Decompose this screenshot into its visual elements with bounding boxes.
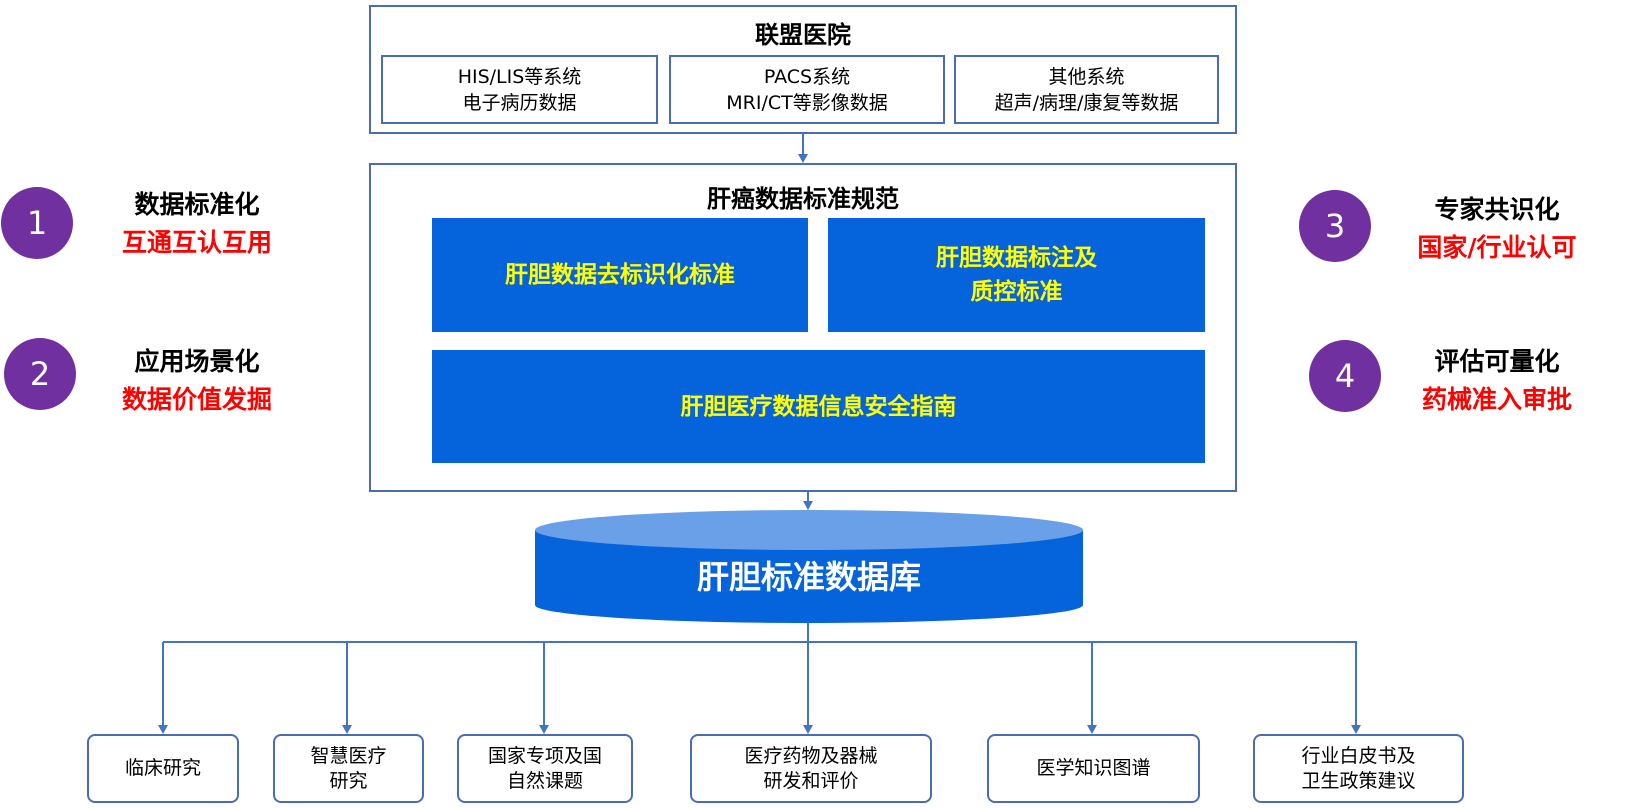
output-white-paper: 行业白皮书及卫生政策建议 <box>1253 734 1464 803</box>
label: 研究 <box>329 769 368 792</box>
label: PACS系统 <box>763 65 851 88</box>
label: 医学知识图谱 <box>1036 757 1151 779</box>
principle-title: 评估可量化 <box>1434 347 1560 376</box>
standard-annotation-qc: 肝胆数据标注及质控标准 <box>828 218 1205 332</box>
output-drug-device: 医疗药物及器械研发和评价 <box>690 734 932 803</box>
label: 肝胆医疗数据信息安全指南 <box>680 393 957 420</box>
standards-title: 肝癌数据标准规范 <box>707 185 899 213</box>
principle-1: 数据标准化互通互认互用 <box>67 186 327 262</box>
principle-subtitle: 药械准入审批 <box>1421 385 1572 414</box>
label: HIS/LIS等系统 <box>457 65 582 88</box>
output-national-projects: 国家专项及国自然课题 <box>457 734 633 803</box>
label: 智慧医疗 <box>310 744 387 767</box>
principle-title: 专家共识化 <box>1434 195 1560 224</box>
label: MRI/CT等影像数据 <box>726 91 888 114</box>
system-box-other: 其他系统超声/病理/康复等数据 <box>954 55 1219 124</box>
principle-subtitle: 国家/行业认可 <box>1417 233 1577 262</box>
output-smart-medical: 智慧医疗研究 <box>273 734 424 803</box>
principle-subtitle: 数据价值发掘 <box>121 385 272 414</box>
system-box-his: HIS/LIS等系统电子病历数据 <box>381 55 658 124</box>
hospital-box: 联盟医院 <box>369 5 1237 134</box>
standard-deidentification: 肝胆数据去标识化标准 <box>432 218 808 332</box>
label: 国家专项及国 <box>487 744 602 767</box>
output-clinical-research: 临床研究 <box>87 734 239 803</box>
principle-title: 应用场景化 <box>134 347 260 376</box>
label: 医疗药物及器械 <box>744 744 878 767</box>
label: 质控标准 <box>970 279 1063 305</box>
principle-3: 专家共识化国家/行业认可 <box>1367 191 1627 267</box>
label: 其他系统 <box>1048 65 1125 88</box>
principle-2: 应用场景化数据价值发掘 <box>67 343 327 419</box>
label: 肝胆数据去标识化标准 <box>505 262 735 288</box>
label: 研发和评价 <box>763 769 859 792</box>
output-knowledge-graph: 医学知识图谱 <box>987 734 1200 803</box>
principle-1-badge: 1 <box>1 187 73 259</box>
label: 自然课题 <box>506 769 583 792</box>
principle-4: 评估可量化药械准入审批 <box>1367 343 1627 419</box>
principle-4-badge: 4 <box>1309 340 1381 412</box>
principle-2-badge: 2 <box>4 338 76 410</box>
label: 临床研究 <box>124 757 201 779</box>
database-cylinder <box>535 510 1083 623</box>
label: 卫生政策建议 <box>1301 769 1416 792</box>
principle-3-badge: 3 <box>1299 190 1371 262</box>
label: 行业白皮书及 <box>1301 744 1416 767</box>
hospital-title: 联盟医院 <box>755 21 851 49</box>
database-label: 肝胆标准数据库 <box>696 558 921 596</box>
principle-title: 数据标准化 <box>134 190 260 219</box>
system-box-pacs: PACS系统 MRI/CT等影像数据 <box>669 55 945 124</box>
label: 超声/病理/康复等数据 <box>994 91 1179 114</box>
principle-subtitle: 互通互认互用 <box>121 228 272 257</box>
label: 电子病历数据 <box>462 91 577 114</box>
standard-security-guide: 肝胆医疗数据信息安全指南 <box>432 350 1205 463</box>
label: 肝胆数据标注及 <box>936 245 1097 271</box>
